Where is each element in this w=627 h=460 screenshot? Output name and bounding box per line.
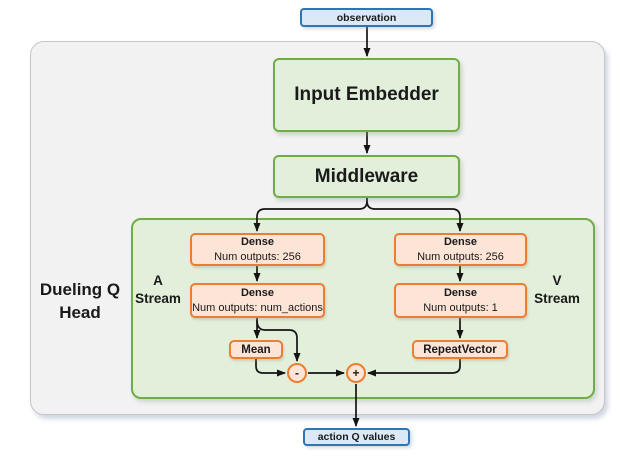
middleware-label: Middleware	[314, 165, 419, 187]
action-q-values-node: action Q values	[303, 428, 410, 446]
v-dense-2-title: Dense	[443, 286, 478, 299]
observation-label: observation	[336, 11, 397, 24]
input-embedder-label: Input Embedder	[294, 84, 439, 105]
a-stream-label-line2: Stream	[135, 291, 181, 307]
a-dense-2-text: Dense Num outputs: num_actions	[192, 286, 323, 315]
repeat-vector-label: RepeatVector	[423, 343, 497, 356]
mean-node: Mean	[229, 340, 283, 359]
v-dense-2-text: Dense Num outputs: 1	[423, 286, 498, 315]
subtract-operator-label: -	[295, 366, 299, 380]
a-dense-1-title: Dense	[240, 235, 275, 248]
action-q-values-label: action Q values	[317, 431, 396, 443]
add-operator-node: +	[346, 363, 366, 383]
mean-label: Mean	[241, 343, 271, 356]
v-dense-2-node: Dense Num outputs: 1	[394, 283, 527, 318]
repeat-vector-node: RepeatVector	[412, 340, 508, 359]
a-dense-1-node: Dense Num outputs: 256	[190, 233, 325, 266]
v-dense-1-title: Dense	[443, 235, 478, 248]
dueling-q-head-label-line1: Dueling Q	[39, 280, 121, 299]
v-stream-label: V Stream	[528, 272, 586, 308]
a-dense-2-subtitle: Num outputs: num_actions	[192, 301, 323, 314]
v-dense-1-subtitle: Num outputs: 256	[417, 250, 504, 263]
a-dense-1-text: Dense Num outputs: 256	[214, 235, 301, 264]
v-dense-1-text: Dense Num outputs: 256	[417, 235, 504, 264]
a-dense-1-subtitle: Num outputs: 256	[214, 250, 301, 263]
add-operator-label: +	[352, 366, 360, 380]
input-embedder-node: Input Embedder	[273, 58, 460, 132]
dueling-q-head-label-line2: Head	[59, 302, 101, 322]
a-dense-2-node: Dense Num outputs: num_actions	[190, 283, 325, 318]
v-stream-label-line2: Stream	[534, 291, 580, 307]
subtract-operator-node: -	[287, 363, 307, 383]
a-stream-label-line1: A	[153, 273, 163, 288]
v-stream-label-line1: V	[552, 273, 562, 288]
middleware-node: Middleware	[273, 155, 460, 198]
a-stream-label: A Stream	[129, 272, 187, 308]
a-dense-2-title: Dense	[240, 286, 274, 299]
observation-node: observation	[300, 8, 433, 27]
v-dense-2-subtitle: Num outputs: 1	[423, 301, 498, 314]
dueling-q-head-label: Dueling Q Head	[30, 279, 130, 325]
v-dense-1-node: Dense Num outputs: 256	[394, 233, 527, 266]
